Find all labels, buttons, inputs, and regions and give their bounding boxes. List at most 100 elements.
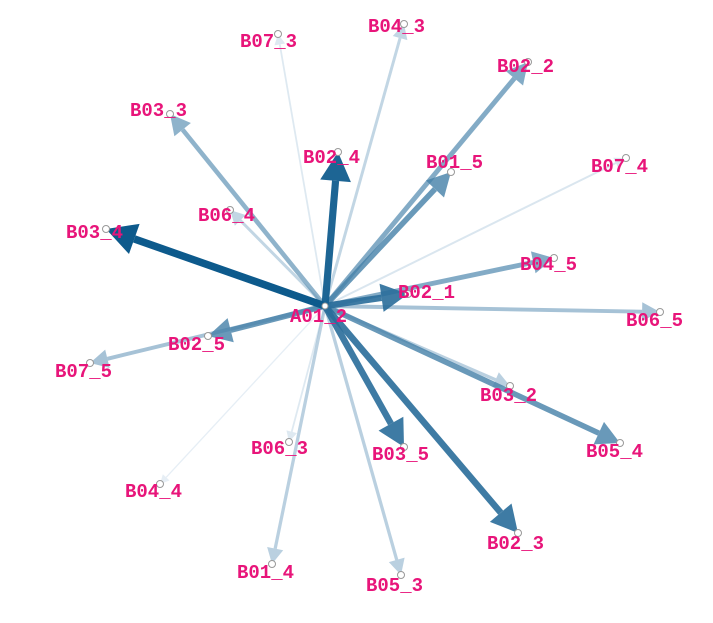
edge-B02_3 <box>322 303 518 533</box>
node-B03_3 <box>166 110 174 118</box>
node-label-B01_4: B01_4 <box>237 562 294 584</box>
node-B07_5 <box>86 359 94 367</box>
node-B03_2 <box>506 382 514 390</box>
node-B02_5 <box>204 332 212 340</box>
arrowhead-B06_4 <box>230 210 246 226</box>
node-B05_3 <box>397 571 405 579</box>
edge-B05_3 <box>323 305 405 575</box>
edge-B04_3 <box>323 24 408 307</box>
edge-line-B01_5 <box>322 187 437 308</box>
edge-line-B06_5 <box>324 304 643 314</box>
edge-B02_4 <box>320 152 351 307</box>
arrowhead-B05_3 <box>388 557 405 575</box>
edge-B02_1 <box>324 283 408 312</box>
node-label-B06_3: B06_3 <box>251 438 308 460</box>
node-label-B04_4: B04_4 <box>125 481 182 503</box>
node-B07_4 <box>622 154 630 162</box>
node-B01_4 <box>268 560 276 568</box>
arrowhead-B02_2 <box>505 62 528 86</box>
arrowhead-B02_1 <box>379 283 408 312</box>
edge-B07_4 <box>324 157 626 307</box>
node-B06_5 <box>656 308 664 316</box>
edge-B03_3 <box>170 114 327 308</box>
node-B02_2 <box>524 58 532 66</box>
edge-line-B07_3 <box>278 44 326 307</box>
arrowhead-B02_4 <box>320 152 351 183</box>
edge-B06_5 <box>324 302 660 322</box>
node-label-B02_5: B02_5 <box>168 334 225 356</box>
edge-line-B02_3 <box>322 303 504 515</box>
edge-line-B02_4 <box>321 180 340 307</box>
edge-B02_2 <box>323 62 528 308</box>
node-label-B02_1: B02_1 <box>398 282 455 304</box>
node-label-B02_2: B02_2 <box>497 56 554 78</box>
edge-line-B01_4 <box>273 305 327 549</box>
arrowhead-B05_4 <box>593 421 620 445</box>
edge-B05_4 <box>323 303 620 445</box>
edge-B03_5 <box>322 304 404 447</box>
node-label-B03_3: B03_3 <box>130 100 187 122</box>
node-B02_3 <box>514 529 522 537</box>
edge-line-B03_5 <box>322 304 394 426</box>
node-label-B01_5: B01_5 <box>426 152 483 174</box>
edge-line-B02_2 <box>323 76 517 308</box>
node-B03_5 <box>400 443 408 451</box>
node-B03_4 <box>102 225 110 233</box>
node-B01_5 <box>447 168 455 176</box>
node-B06_3 <box>285 438 293 446</box>
arrowhead-B01_5 <box>425 172 451 198</box>
node-label-B03_4: B03_4 <box>66 222 123 244</box>
node-B04_5 <box>550 254 558 262</box>
node-label-B06_5: B06_5 <box>626 310 683 332</box>
edge-line-B04_3 <box>323 37 402 307</box>
arrowhead-B01_4 <box>267 546 284 564</box>
edge-B03_4 <box>106 223 327 310</box>
edge-line-B03_3 <box>180 128 327 308</box>
node-B06_4 <box>226 206 234 214</box>
edge-line-B03_4 <box>133 235 327 310</box>
edge-line-B05_4 <box>323 303 600 436</box>
node-label-B07_3: B07_3 <box>240 31 297 53</box>
edge-B01_5 <box>322 172 451 308</box>
edge-line-B02_5 <box>229 303 326 333</box>
arrowhead-B04_5 <box>530 251 554 274</box>
node-label-B04_3: B04_3 <box>368 16 425 38</box>
node-B07_3 <box>274 30 282 38</box>
node-label-B07_4: B07_4 <box>591 156 648 178</box>
edge-line-B04_4 <box>165 305 326 478</box>
edge-line-B02_1 <box>324 294 383 310</box>
edge-B02_5 <box>208 303 326 343</box>
node-B04_4 <box>156 480 164 488</box>
node-B02_1 <box>404 290 412 298</box>
edges-layer <box>90 24 660 575</box>
node-label-B05_4: B05_4 <box>586 441 643 463</box>
node-label-B06_4: B06_4 <box>198 205 255 227</box>
node-B05_4 <box>616 439 624 447</box>
node-label-A01_2: A01_2 <box>290 306 347 328</box>
node-B04_3 <box>400 20 408 28</box>
node-label-B07_5: B07_5 <box>55 361 112 383</box>
arrowhead-B03_5 <box>378 416 404 447</box>
arrowhead-B02_3 <box>489 503 518 533</box>
node-label-B03_2: B03_2 <box>480 385 537 407</box>
edge-B07_3 <box>274 34 326 307</box>
node-label-B02_4: B02_4 <box>303 147 360 169</box>
arrowhead-B04_3 <box>392 24 408 41</box>
arrowhead-B03_3 <box>170 114 191 137</box>
arrowhead-B03_4 <box>106 223 140 255</box>
node-label-B04_5: B04_5 <box>520 254 577 276</box>
arrowhead-B02_5 <box>208 318 234 343</box>
arrowhead-B07_5 <box>90 349 110 368</box>
edge-line-B07_4 <box>324 162 617 307</box>
edge-line-B05_3 <box>323 305 399 561</box>
arrowhead-B06_5 <box>641 302 660 322</box>
node-A01_2 <box>321 302 329 310</box>
node-label-B02_3: B02_3 <box>487 533 544 555</box>
nodes-layer <box>86 20 664 579</box>
edge-B01_4 <box>267 305 327 564</box>
node-label-B05_3: B05_3 <box>366 575 423 597</box>
node-label-B03_5: B03_5 <box>372 444 429 466</box>
